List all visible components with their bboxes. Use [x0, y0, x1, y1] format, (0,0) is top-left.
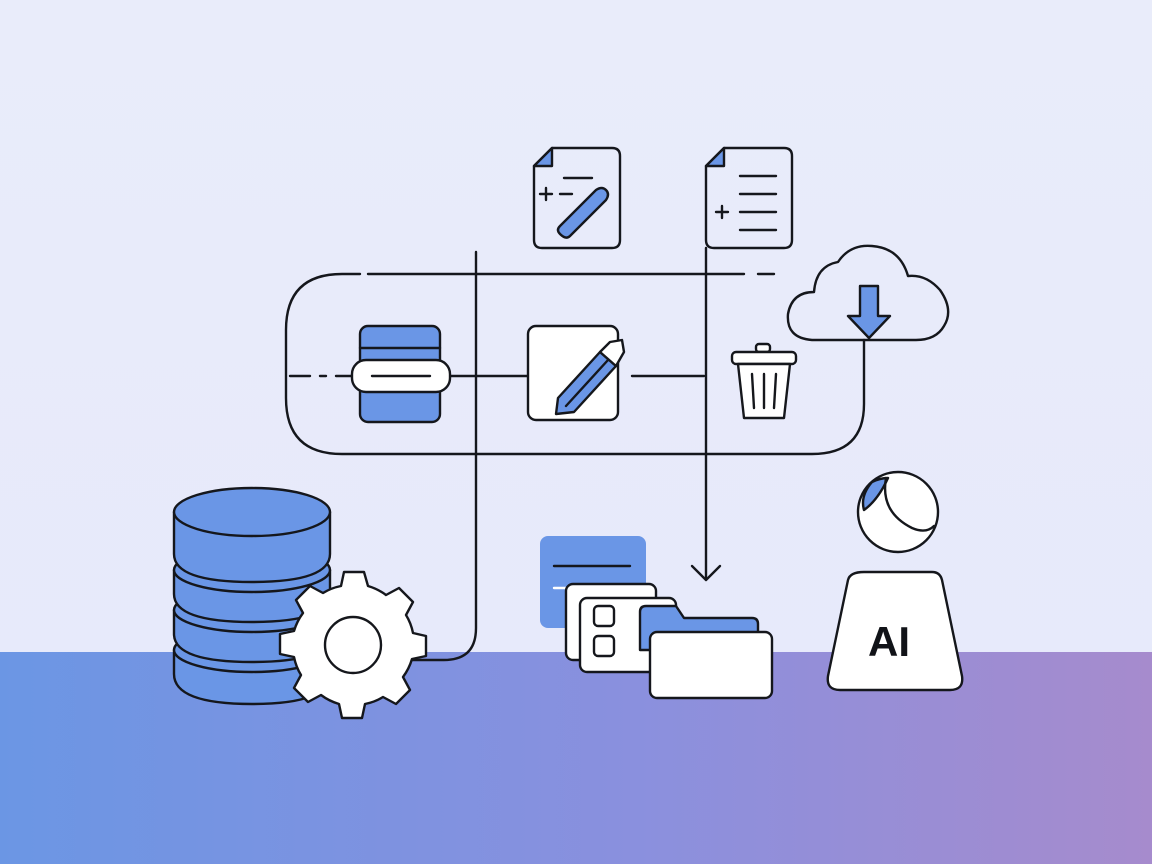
floor-band	[0, 652, 1152, 864]
trash-icon	[730, 342, 798, 420]
folder-stack-icon	[540, 536, 774, 700]
gear-icon	[278, 570, 428, 720]
ai-label: AI	[868, 618, 910, 665]
document-edit-icon	[532, 146, 622, 250]
pencil-edit-icon	[526, 324, 626, 422]
ai-agent-icon: AI	[826, 470, 964, 692]
connector-lines	[284, 246, 866, 662]
document-add-icon	[704, 146, 794, 250]
cloud-download-icon	[786, 244, 950, 342]
server-block-icon	[350, 324, 452, 424]
